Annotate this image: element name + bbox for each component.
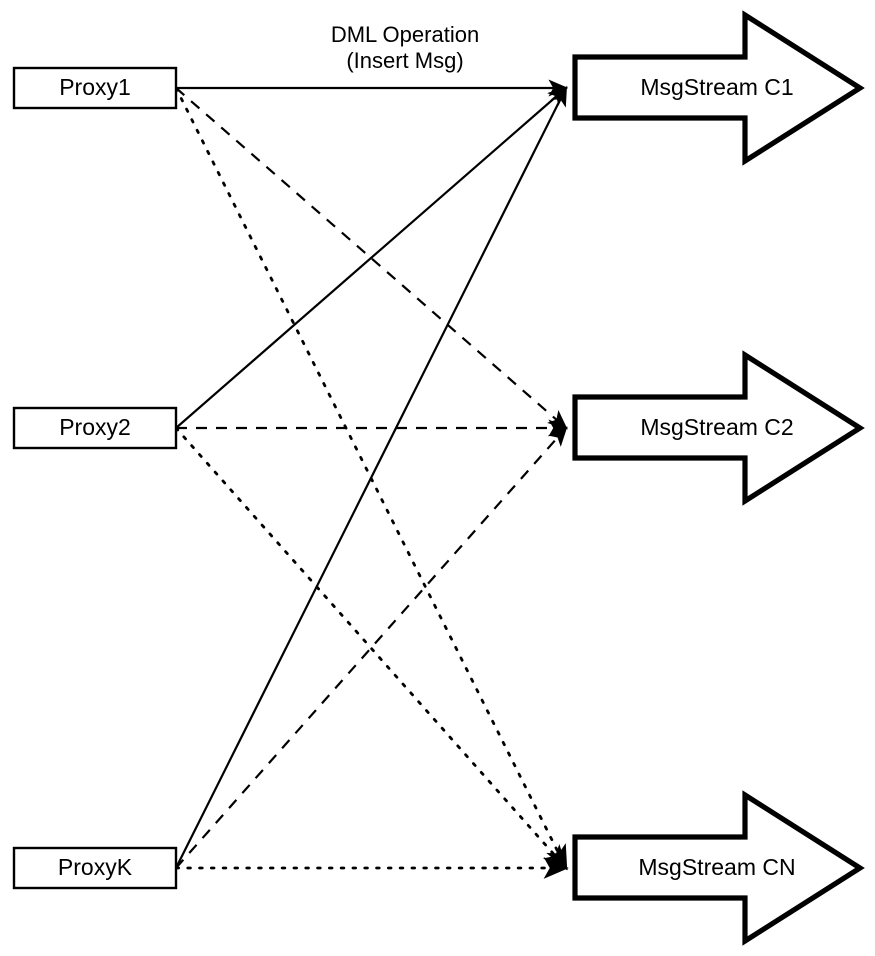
edge-caption-line-1: DML Operation [331, 22, 479, 47]
edge-proxyk-to-msgstream-c2 [175, 426, 568, 869]
msgstream-c1-arrow-shape[interactable] [572, 10, 865, 166]
msgstream-c2-arrow-shape[interactable] [572, 350, 865, 506]
msgstream-c1-label: MsgStream C1 [640, 74, 793, 100]
node-proxyk-label: ProxyK [58, 854, 133, 880]
node-proxy1-label: Proxy1 [59, 74, 131, 100]
edge-caption-dml-operation: DML Operation (Insert Msg) [331, 22, 479, 73]
node-msgstream-c2[interactable]: MsgStream C2 [572, 350, 865, 506]
edge-proxy2-to-msgstream-cn [174, 426, 568, 871]
edge-proxy1-to-msgstream-c2 [175, 87, 568, 430]
node-proxy2[interactable]: Proxy2 [12, 406, 178, 450]
node-proxy2-box[interactable] [12, 406, 178, 450]
edge-caption-line-2: (Insert Msg) [346, 48, 463, 73]
edge-proxy2-to-msgstream-c1 [175, 86, 568, 429]
node-proxy1[interactable]: Proxy1 [12, 66, 178, 110]
node-proxy2-label: Proxy2 [59, 414, 131, 440]
msgstream-cn-arrow-shape[interactable] [572, 790, 865, 946]
edge-layer [174, 79, 569, 879]
msgstream-cn-label: MsgStream CN [638, 854, 795, 880]
node-proxyk[interactable]: ProxyK [12, 846, 178, 890]
node-msgstream-cn[interactable]: MsgStream CN [572, 790, 865, 946]
node-msgstream-c1[interactable]: MsgStream C1 [572, 10, 865, 166]
node-proxy1-box[interactable] [12, 66, 178, 110]
node-proxyk-box[interactable] [12, 846, 178, 890]
edge-proxyk-to-msgstream-c1 [175, 86, 567, 869]
msgstream-c2-label: MsgStream C2 [640, 414, 793, 440]
